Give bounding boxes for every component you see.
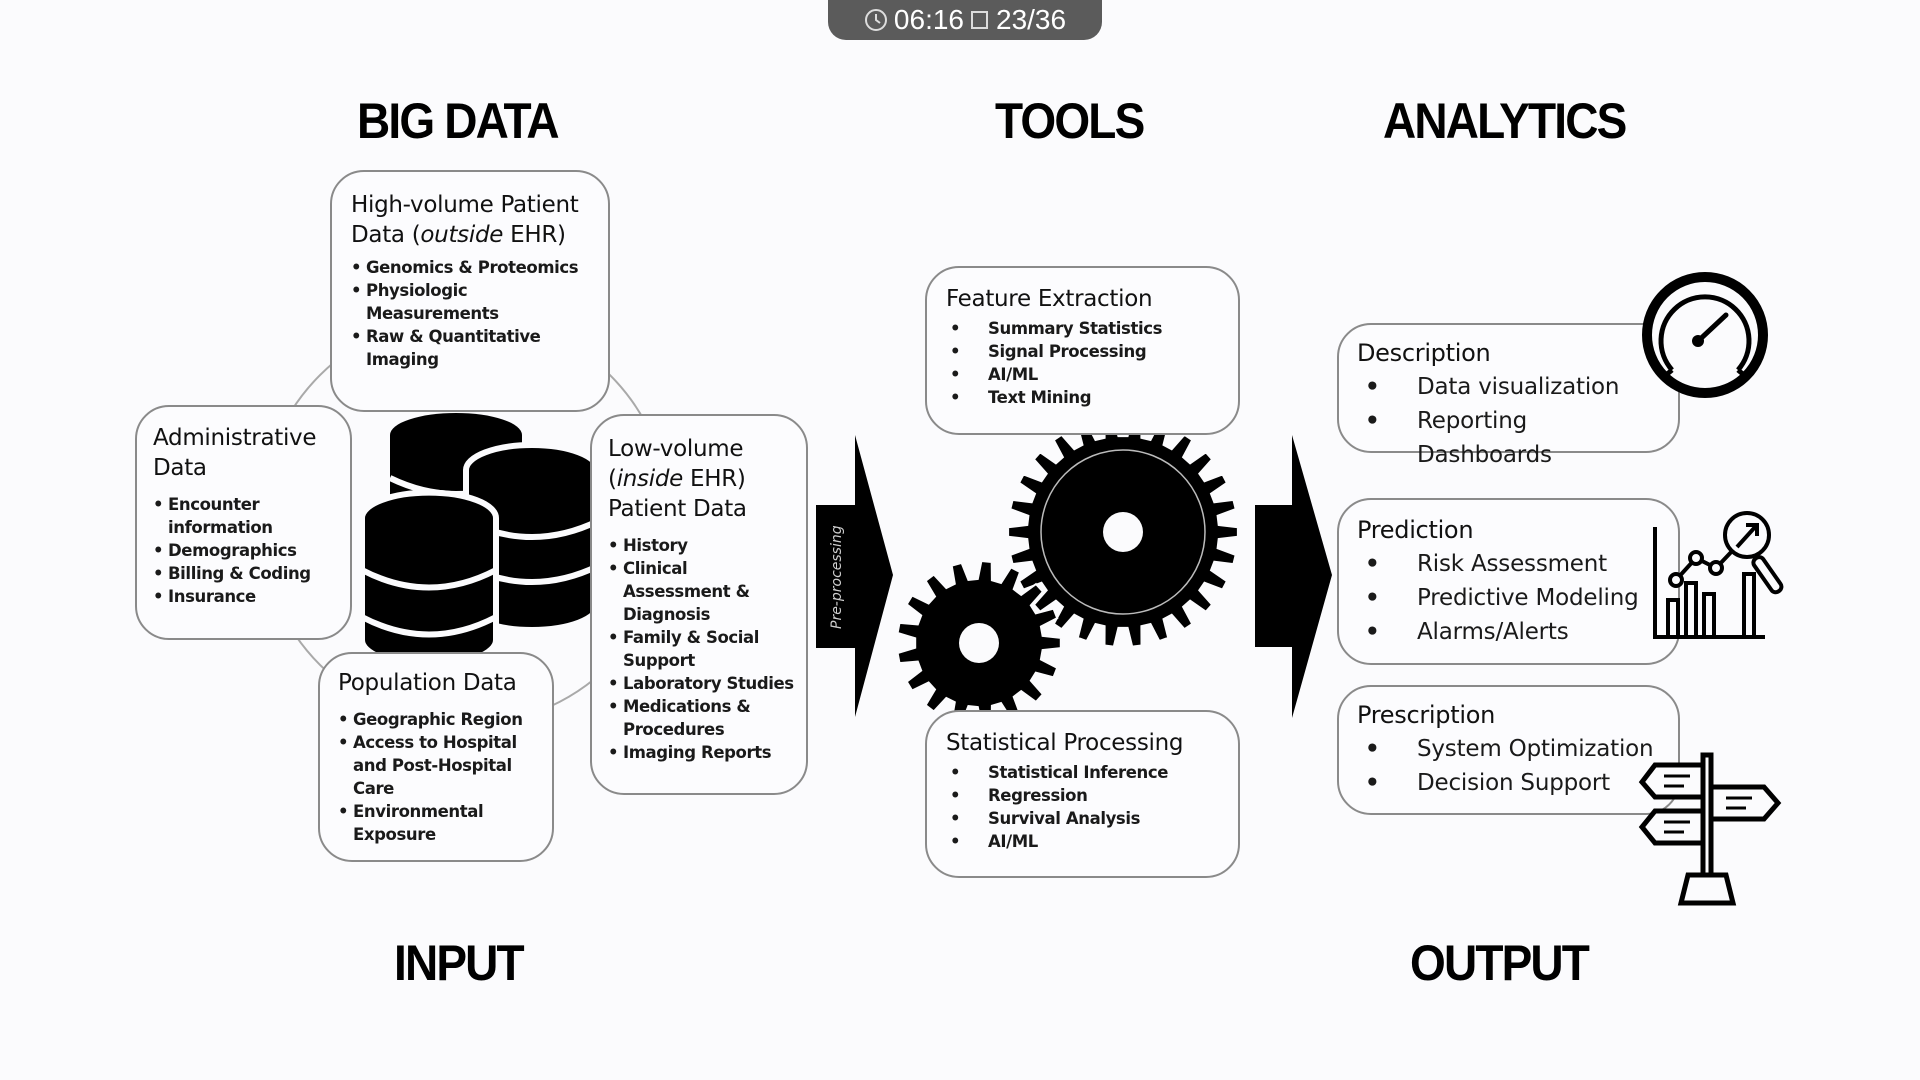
box-title: Population Data (338, 670, 517, 696)
list-item: Environmental Exposure (338, 800, 493, 846)
box-prediction: Prediction Risk Assessment Predictive Mo… (1337, 498, 1680, 665)
list-item: Survival Analysis (946, 807, 1224, 830)
list-item: History (608, 534, 796, 557)
heading-tools: TOOLS (995, 93, 1145, 149)
slide-icon (970, 9, 990, 31)
list-item: Raw & Quantitative Imaging (351, 325, 566, 371)
list-item: Data visualization (1357, 370, 1668, 404)
gear-hole (959, 623, 999, 663)
list-item: Statistical Inference (946, 761, 1224, 784)
box-title: Description (1357, 339, 1491, 367)
list-item: Predictive Modeling (1357, 581, 1668, 615)
list-item: Laboratory Studies (608, 672, 796, 695)
gear-small-icon (896, 559, 1062, 727)
box-prescription: Prescription System Optimization Decisio… (1337, 685, 1680, 815)
box-title: Administrative Data (153, 425, 317, 481)
box-title: Low-volume (inside EHR) Patient Data (608, 436, 747, 522)
box-high-volume-data: High-volume Patient Data (outside EHR) G… (330, 170, 610, 412)
box-title: Statistical Processing (946, 730, 1184, 756)
list-item: Billing & Coding (153, 562, 336, 585)
heading-input: INPUT (394, 935, 525, 991)
box-title: Prediction (1357, 516, 1474, 544)
database-icon (359, 413, 601, 669)
gear-ring (1040, 449, 1206, 615)
box-title: High-volume Patient Data (outside EHR) (351, 192, 579, 248)
player-bar: 06:16 23/36 (828, 0, 1102, 40)
list-item: Reporting Dashboards (1357, 404, 1668, 472)
preprocessing-label: Pre-processing (829, 525, 845, 629)
list-item: Decision Support (1357, 766, 1668, 800)
list-item: Access to Hospital and Post-Hospital Car… (338, 731, 528, 800)
list-item: Alarms/Alerts (1357, 615, 1668, 649)
box-administrative-data: Administrative Data Encounter informatio… (135, 405, 352, 640)
list-item: Summary Statistics (946, 317, 1224, 340)
list-item: Regression (946, 784, 1224, 807)
list-item: Demographics (153, 539, 336, 562)
list-item: AI/ML (946, 830, 1224, 853)
heading-output: OUTPUT (1410, 935, 1590, 991)
box-title: Feature Extraction (946, 286, 1153, 312)
list-item: Signal Processing (946, 340, 1224, 363)
box-low-volume-data: Low-volume (inside EHR) Patient Data His… (590, 414, 808, 795)
clock-icon (864, 8, 888, 32)
list-item: Medications & Procedures (608, 695, 773, 741)
list-item: Clinical Assessment & Diagnosis (608, 557, 753, 626)
elapsed-time: 06:16 (893, 4, 964, 35)
gear-hole (1103, 512, 1143, 552)
box-title: Prescription (1357, 701, 1495, 729)
slide-counter: 23/36 (996, 4, 1067, 35)
list-item: Physiologic Measurements (351, 279, 516, 325)
list-item: AI/ML (946, 363, 1224, 386)
list-item: Family & Social Support (608, 626, 783, 672)
list-item: Geographic Region (338, 708, 540, 731)
preprocessing-arrow (816, 435, 893, 717)
list-item: Genomics & Proteomics (351, 256, 590, 279)
box-description: Description Data visualization Reporting… (1337, 323, 1680, 468)
output-arrow (1255, 435, 1332, 718)
box-statistical-processing: Statistical Processing Statistical Infer… (925, 710, 1240, 878)
list-item: Encounter information (153, 493, 278, 539)
heading-big-data: BIG DATA (357, 93, 560, 149)
heading-analytics: ANALYTICS (1383, 93, 1627, 149)
box-population-data: Population Data Geographic Region Access… (318, 652, 554, 862)
list-item: Insurance (153, 585, 336, 608)
gear-large-icon (1007, 416, 1239, 648)
list-item: Text Mining (946, 386, 1224, 409)
list-item: System Optimization (1357, 732, 1668, 766)
box-feature-extraction: Feature Extraction Summary Statistics Si… (925, 266, 1240, 435)
list-item: Imaging Reports (608, 741, 796, 764)
list-item: Risk Assessment (1357, 547, 1668, 581)
